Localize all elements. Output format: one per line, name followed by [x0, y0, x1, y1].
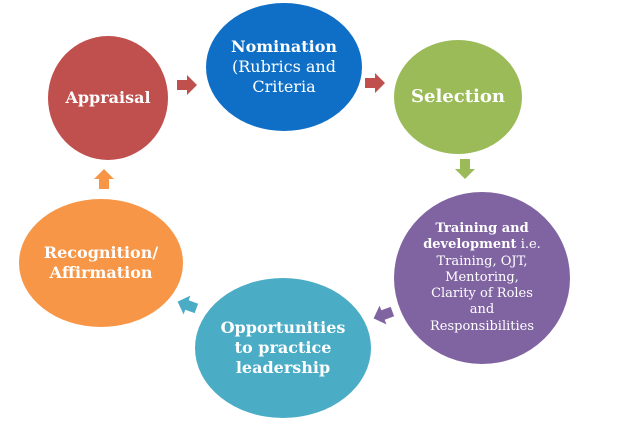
- node-recognition-line: Affirmation: [49, 263, 152, 283]
- node-training-line: Training, OJT,: [436, 254, 527, 270]
- node-label-text: Responsibilities: [429, 318, 535, 334]
- node-label-text: Opportunities: [220, 318, 346, 337]
- node-nomination-line: Nomination: [231, 37, 337, 57]
- node-label-text: Appraisal: [65, 88, 151, 107]
- node-training-line: Responsibilities: [430, 319, 534, 335]
- node-label-text: Training, OJT,: [436, 253, 528, 269]
- node-opportunities-line: Opportunities: [221, 318, 346, 338]
- node-selection: Selection: [394, 40, 522, 154]
- node-label-text: development: [423, 237, 517, 253]
- node-label-text: and: [469, 302, 495, 318]
- node-label-suffix: i.e.: [516, 237, 541, 253]
- node-label-text: Training and: [435, 221, 529, 237]
- node-label-text: Affirmation: [49, 263, 153, 282]
- node-opportunities-line: to practice: [235, 338, 332, 358]
- node-label-text: to practice: [234, 338, 332, 357]
- node-appraisal-line: Appraisal: [65, 88, 150, 108]
- node-training-line: and: [470, 302, 494, 318]
- node-training-line: Mentoring,: [445, 270, 519, 286]
- node-recognition: Recognition/Affirmation: [19, 199, 183, 327]
- node-selection-line: Selection: [411, 86, 505, 109]
- node-label-text: Recognition/: [43, 243, 159, 262]
- node-label-text: Clarity of Roles: [431, 286, 533, 302]
- node-label-text: Criteria: [252, 77, 316, 96]
- node-label-text: Mentoring,: [445, 269, 519, 285]
- node-opportunities-line: leadership: [236, 358, 330, 378]
- node-training-line: Clarity of Roles: [431, 286, 533, 302]
- node-appraisal: Appraisal: [48, 36, 168, 160]
- node-recognition-line: Recognition/: [44, 243, 158, 263]
- node-training-line: Training and: [435, 221, 528, 237]
- node-label-text: Selection: [411, 85, 505, 107]
- node-label-text: leadership: [235, 358, 331, 377]
- node-nomination-line: (Rubrics and: [232, 57, 336, 77]
- node-label-text: Nomination: [230, 37, 338, 56]
- node-training-line: development i.e.: [423, 237, 541, 253]
- node-nomination-line: Criteria: [252, 77, 315, 97]
- node-label-text: (Rubrics and: [232, 57, 336, 76]
